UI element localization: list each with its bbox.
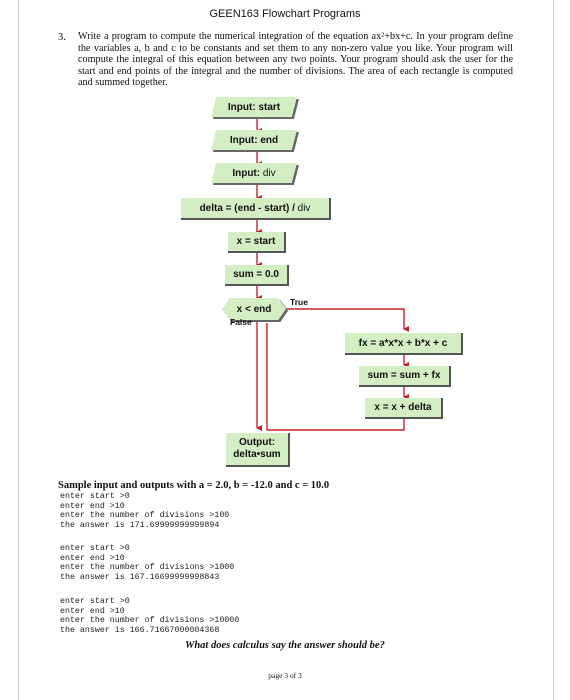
input-start-box: Input: start [211, 97, 297, 117]
sample-line: enter end >10 [60, 606, 125, 616]
output-label: Output: [238, 437, 276, 448]
sample-line: enter start >0 [60, 492, 130, 501]
calculus-question: What does calculus say the answer should… [185, 640, 385, 651]
page-header: GEEN163 Flowchart Programs [209, 8, 361, 20]
input-end-box: Input: end [211, 130, 297, 150]
input-div-box: Input: div [211, 163, 297, 183]
x-update-box: x = x + delta [365, 398, 443, 419]
sample-line: the answer is 167.16699999998843 [60, 572, 220, 582]
sample-line: enter the number of divisions >100 [60, 511, 230, 521]
output-value: delta•sum [233, 449, 281, 460]
sum-init-box: sum = 0.0 [225, 265, 289, 286]
sample-line: enter start >0 [60, 544, 130, 553]
arrow-true-branch [284, 308, 409, 332]
output-box: Output: delta•sum [226, 433, 290, 467]
delta-expression: delta = (end - start) / [199, 202, 295, 214]
sample-line: enter start >0 [60, 597, 130, 606]
sample-line: enter end >10 [60, 553, 125, 563]
question-number: 3. [58, 32, 66, 43]
sample-title: Sample input and outputs with a = 2.0, b… [58, 480, 330, 491]
sample-line: the answer is 166.71667000004368 [60, 625, 220, 635]
question-line: program will compute the integral of thi… [78, 42, 513, 66]
page-number: page 3 of 3 [268, 671, 302, 680]
question-line: define the variables a, b and c to be co… [78, 31, 514, 54]
sum-update-box: sum = sum + fx [359, 366, 451, 387]
page-border [18, 0, 554, 700]
arrow-loop-back [266, 323, 405, 431]
question-text: Write a program to compute the numerical… [78, 31, 513, 89]
fx-box: fx = a*x*x + b*x + c [345, 333, 463, 355]
input-div-var: div [262, 167, 276, 179]
sample-line: enter the number of divisions >1000 [60, 563, 235, 573]
false-label: False [230, 317, 252, 327]
sample-line: the answer is 171.69999999999894 [60, 520, 220, 530]
question-line: Write a program to compute the numerical… [78, 31, 485, 42]
question-line: rectangle is computed and summed togethe… [78, 65, 514, 89]
condition-box: x < end [222, 298, 286, 320]
true-label: True [290, 297, 308, 307]
delta-var: div [297, 202, 311, 214]
delta-box: delta = (end - start) / div [181, 198, 331, 220]
question-line: ask the user for the start and end point… [78, 54, 514, 77]
x-start-box: x = start [228, 232, 286, 253]
input-div-label: Input: [232, 167, 261, 179]
sample-line: enter the number of divisions >10000 [60, 616, 240, 626]
sample-line: enter end >10 [60, 501, 125, 511]
